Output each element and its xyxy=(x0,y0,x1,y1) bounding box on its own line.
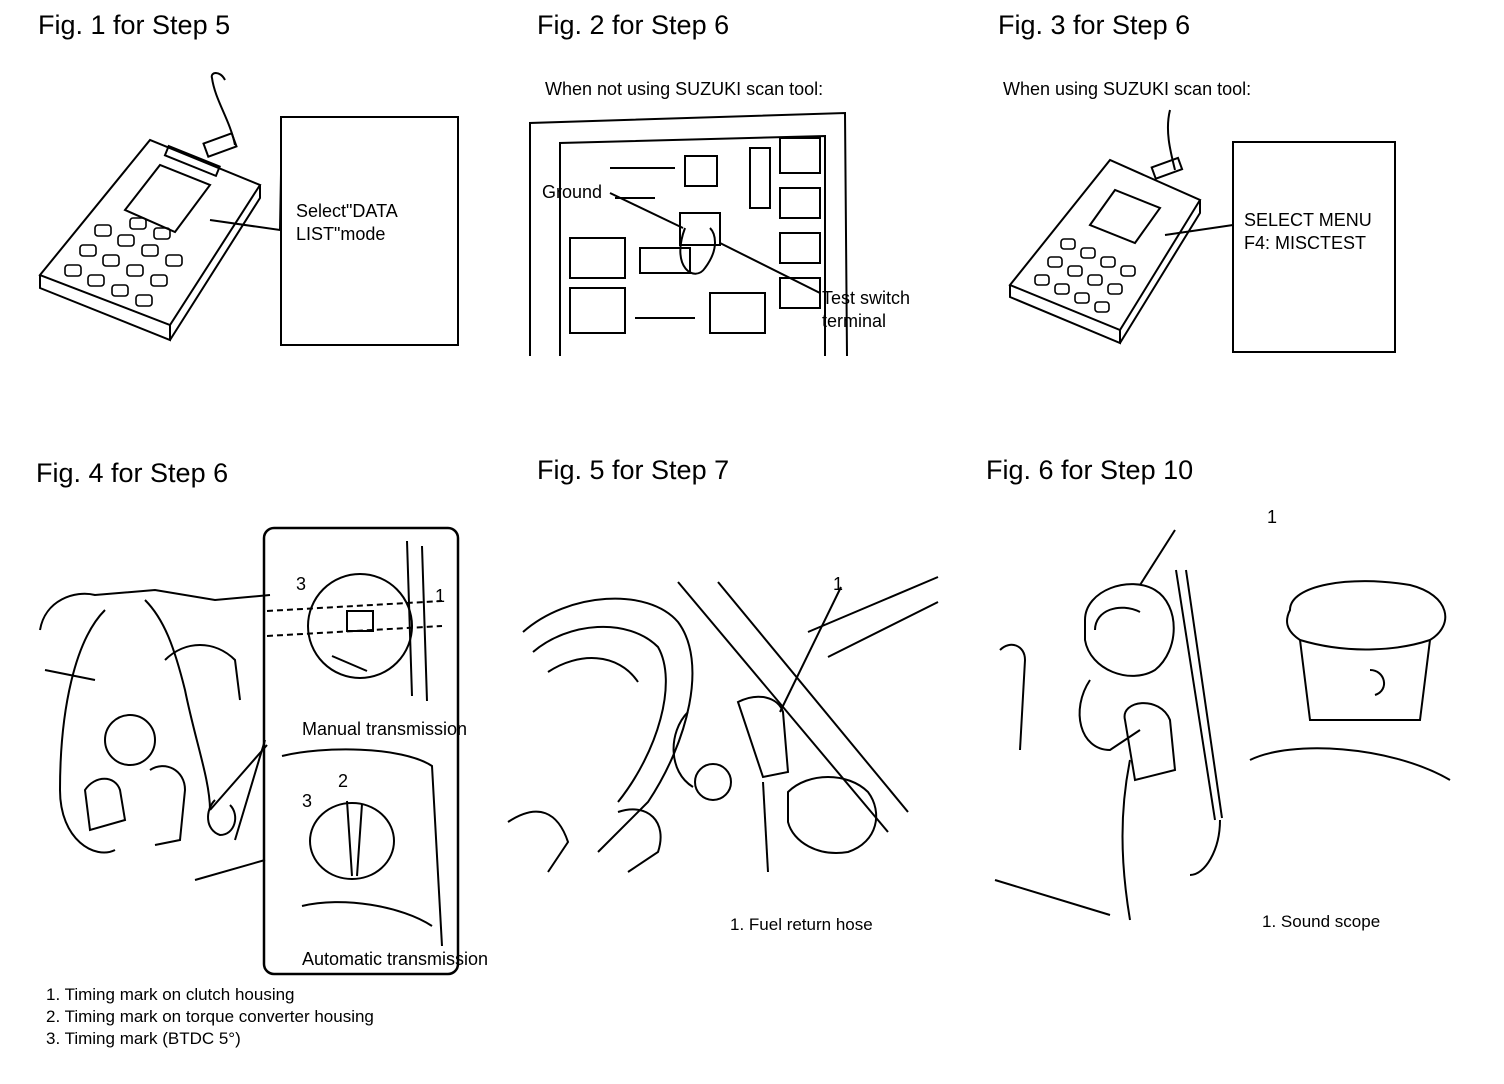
fig5-fuel-hose-drawing xyxy=(508,572,940,890)
fig4-number-2: 2 xyxy=(338,771,349,791)
fig3-callout-text: SELECT MENU F4: MISCTEST xyxy=(1244,210,1372,254)
fig4-number-3-manual: 3 xyxy=(296,574,307,594)
fig6-title: Fig. 6 for Step 10 xyxy=(986,455,1194,485)
fig4-title: Fig. 4 for Step 6 xyxy=(36,458,229,488)
fig1-scan-tool-drawing xyxy=(30,70,470,370)
fig4-number-3-auto: 3 xyxy=(302,791,313,811)
fig3-caption: When using SUZUKI scan tool: xyxy=(1003,79,1252,99)
fig4-manual-label: Manual transmission xyxy=(302,719,468,739)
fig5-number-1: 1 xyxy=(833,574,844,594)
fig2-title: Fig. 2 for Step 6 xyxy=(537,10,730,40)
fig4-legend-1: 1. Timing mark on clutch housing xyxy=(46,985,295,1004)
fig2-fuse-box-drawing xyxy=(525,108,860,358)
fig5-title: Fig. 5 for Step 7 xyxy=(537,455,730,485)
fig4-legend-3: 3. Timing mark (BTDC 5°) xyxy=(46,1029,241,1048)
fig1-callout-box xyxy=(280,116,459,346)
fig3-title: Fig. 3 for Step 6 xyxy=(998,10,1191,40)
fig4-engine-drawing xyxy=(35,560,275,890)
fig2-caption: When not using SUZUKI scan tool: xyxy=(545,79,824,99)
fig1-title: Fig. 1 for Step 5 xyxy=(38,10,231,40)
fig2-ground-label: Ground xyxy=(542,182,603,202)
fig2-test-switch-label: Test switch terminal xyxy=(822,288,911,331)
fig4-inset-frame xyxy=(262,526,460,976)
fig4-automatic-label: Automatic transmission xyxy=(302,949,489,969)
fig6-sound-scope-drawing xyxy=(990,530,1460,920)
fig5-legend-1: 1. Fuel return hose xyxy=(730,915,873,934)
fig6-number-1: 1 xyxy=(1267,507,1278,527)
fig4-number-1: 1 xyxy=(435,586,446,606)
fig3-scan-tool-drawing xyxy=(1005,105,1245,345)
fig1-callout-text: Select"DATA LIST"mode xyxy=(296,201,398,245)
fig4-legend-2: 2. Timing mark on torque converter housi… xyxy=(46,1007,374,1026)
fig3-callout-box xyxy=(1232,141,1396,353)
fig6-legend-1: 1. Sound scope xyxy=(1262,912,1381,931)
